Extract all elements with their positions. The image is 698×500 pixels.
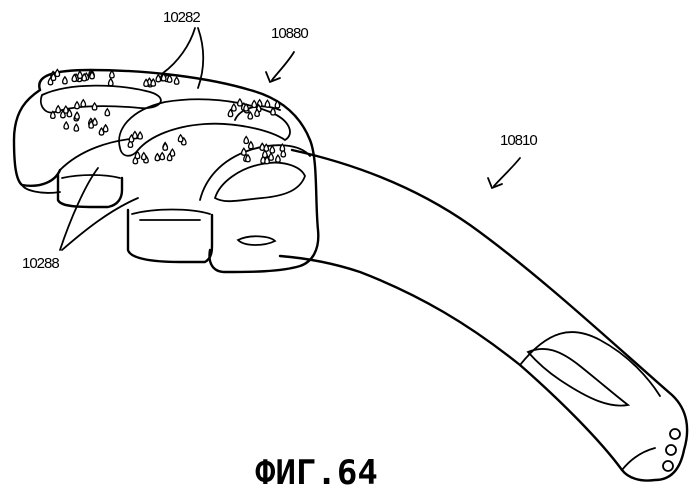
figure-caption: ФИГ.64: [255, 453, 378, 493]
nub: [155, 154, 160, 161]
nub: [160, 153, 165, 160]
nub: [103, 125, 108, 132]
nub: [270, 146, 275, 153]
nub: [133, 132, 138, 139]
nub: [248, 112, 253, 119]
nub: [269, 153, 274, 160]
nub: [142, 153, 147, 160]
label-10810: 10810: [500, 132, 537, 149]
nub: [78, 71, 83, 78]
nub: [81, 100, 86, 107]
nub: [238, 99, 243, 106]
reference-10810: 10810: [488, 132, 537, 188]
nub: [151, 79, 156, 86]
nub: [108, 79, 113, 86]
nub: [74, 124, 79, 131]
nub: [178, 135, 183, 142]
nub: [242, 148, 247, 155]
nub: [105, 109, 110, 116]
nub: [252, 101, 257, 108]
nub: [75, 112, 80, 119]
label-10288: 10288: [22, 255, 59, 272]
nub: [276, 155, 281, 162]
nub: [110, 71, 115, 78]
label-10282: 10282: [163, 9, 200, 26]
nub: [156, 75, 161, 82]
reference-10880: 10880: [266, 25, 308, 82]
nub: [75, 102, 80, 109]
nub: [138, 132, 143, 139]
lower-blocks: [58, 175, 212, 262]
nub: [56, 106, 61, 113]
nub: [55, 70, 60, 77]
label-10880: 10880: [271, 25, 308, 42]
nub: [64, 122, 68, 129]
nub: [244, 137, 249, 144]
nub: [92, 103, 97, 110]
nub: [265, 100, 270, 107]
nub: [174, 77, 179, 84]
nub: [249, 142, 254, 149]
handle-body: [238, 150, 687, 481]
nub: [63, 77, 68, 84]
reference-10288: 10288: [22, 168, 138, 272]
nub: [232, 104, 237, 111]
